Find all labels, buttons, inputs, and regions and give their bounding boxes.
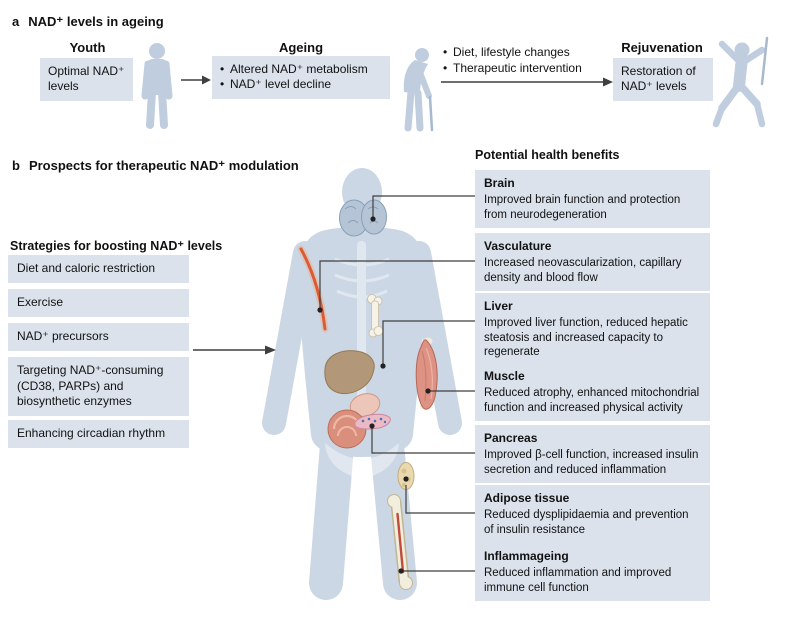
strategy-exercise: Exercise bbox=[8, 289, 189, 317]
benefit-pancreas: Pancreas Improved β-cell function, incre… bbox=[475, 425, 710, 484]
elderly-person-icon bbox=[403, 48, 434, 132]
transition-bullet-2: Therapeutic intervention bbox=[443, 60, 603, 76]
vasculature-illustration bbox=[297, 245, 329, 333]
strategies-heading: Strategies for boosting NAD⁺ levels bbox=[10, 239, 223, 253]
benefit-vasculature-text: Increased neovascularization, capillary … bbox=[484, 256, 682, 284]
panel-a-title: NAD⁺ levels in ageing bbox=[28, 14, 164, 29]
panel-a-header: a NAD⁺ levels in ageing bbox=[12, 14, 164, 30]
liver-connector bbox=[382, 320, 478, 366]
transition-bullet-1: Diet, lifestyle changes bbox=[443, 44, 603, 60]
benefit-brain-text: Improved brain function and protection f… bbox=[484, 193, 681, 221]
ageing-bullet-2: NAD⁺ level decline bbox=[220, 77, 382, 93]
ageing-box: Altered NAD⁺ metabolism NAD⁺ level decli… bbox=[212, 56, 390, 99]
rejuvenated-person-icon bbox=[712, 36, 769, 128]
pancreas-connector bbox=[371, 426, 478, 454]
benefit-liver-title: Liver bbox=[484, 299, 513, 313]
benefit-brain-title: Brain bbox=[484, 176, 515, 190]
rejuvenation-heading: Rejuvenation bbox=[621, 40, 703, 55]
adipose-connector bbox=[405, 485, 478, 514]
benefit-liver-text: Improved liver function, reduced hepatic… bbox=[484, 316, 688, 359]
strategy-precursors: NAD⁺ precursors bbox=[8, 323, 189, 351]
youth-heading: Youth bbox=[69, 40, 106, 55]
vasculature-connector bbox=[319, 260, 478, 310]
benefit-brain: Brain Improved brain function and protec… bbox=[475, 170, 710, 229]
benefit-pancreas-title: Pancreas bbox=[484, 431, 538, 445]
body-diagram bbox=[193, 168, 478, 600]
youth-person-icon bbox=[141, 43, 173, 129]
connector-dots bbox=[317, 216, 431, 574]
benefit-adipose-title: Adipose tissue bbox=[484, 491, 570, 505]
rejuvenation-box: Restoration of NAD⁺ levels bbox=[613, 58, 713, 101]
transition-text: Diet, lifestyle changes Therapeutic inte… bbox=[443, 44, 603, 77]
strategy-circadian: Enhancing circadian rhythm bbox=[8, 420, 189, 448]
ageing-bullet-1: Altered NAD⁺ metabolism bbox=[220, 62, 382, 78]
strategies-arrow bbox=[193, 345, 276, 355]
strategy-enzymes: Targeting NAD⁺-consuming (CD38, PARPs) a… bbox=[8, 357, 189, 416]
benefit-muscle-title: Muscle bbox=[484, 369, 525, 383]
panel-a-label: a bbox=[12, 14, 20, 29]
benefit-liver: Liver Improved liver function, reduced h… bbox=[475, 293, 710, 367]
youth-box: Optimal NAD⁺ levels bbox=[40, 58, 133, 101]
benefit-pancreas-text: Improved β-cell function, increased insu… bbox=[484, 448, 699, 476]
panel-b-header: b Prospects for therapeutic NAD⁺ modulat… bbox=[12, 158, 299, 174]
benefit-inflammageing-text: Reduced inflammation and improved immune… bbox=[484, 566, 672, 594]
benefit-adipose: Adipose tissue Reduced dysplipidaemia an… bbox=[475, 485, 710, 544]
benefit-inflammageing-title: Inflammageing bbox=[484, 549, 569, 563]
benefit-muscle-text: Reduced atrophy, enhanced mitochondrial … bbox=[484, 386, 700, 414]
benefit-adipose-text: Reduced dysplipidaemia and prevention of… bbox=[484, 508, 689, 536]
brain-illustration bbox=[339, 199, 387, 237]
brain-connector bbox=[372, 195, 478, 219]
benefit-muscle: Muscle Reduced atrophy, enhanced mitocho… bbox=[475, 363, 710, 422]
panel-b-label: b bbox=[12, 158, 20, 173]
liver-illustration bbox=[324, 350, 375, 395]
bone-icon bbox=[367, 294, 384, 338]
panel-b-title: Prospects for therapeutic NAD⁺ modulatio… bbox=[28, 158, 299, 173]
youth-to-ageing-arrow bbox=[181, 75, 211, 85]
ageing-heading: Ageing bbox=[278, 40, 324, 55]
connector-lines bbox=[319, 195, 478, 572]
benefit-inflammageing: Inflammageing Reduced inflammation and i… bbox=[475, 543, 710, 602]
benefits-heading: Potential health benefits bbox=[475, 148, 620, 162]
muscle-illustration bbox=[415, 337, 438, 410]
benefit-vasculature: Vasculature Increased neovascularization… bbox=[475, 233, 710, 292]
ageing-to-rejuvenation-arrow bbox=[441, 77, 613, 87]
femur-illustration bbox=[387, 494, 413, 590]
benefit-vasculature-title: Vasculature bbox=[484, 239, 552, 253]
digestive-organs bbox=[327, 393, 391, 449]
strategy-diet: Diet and caloric restriction bbox=[8, 255, 189, 283]
